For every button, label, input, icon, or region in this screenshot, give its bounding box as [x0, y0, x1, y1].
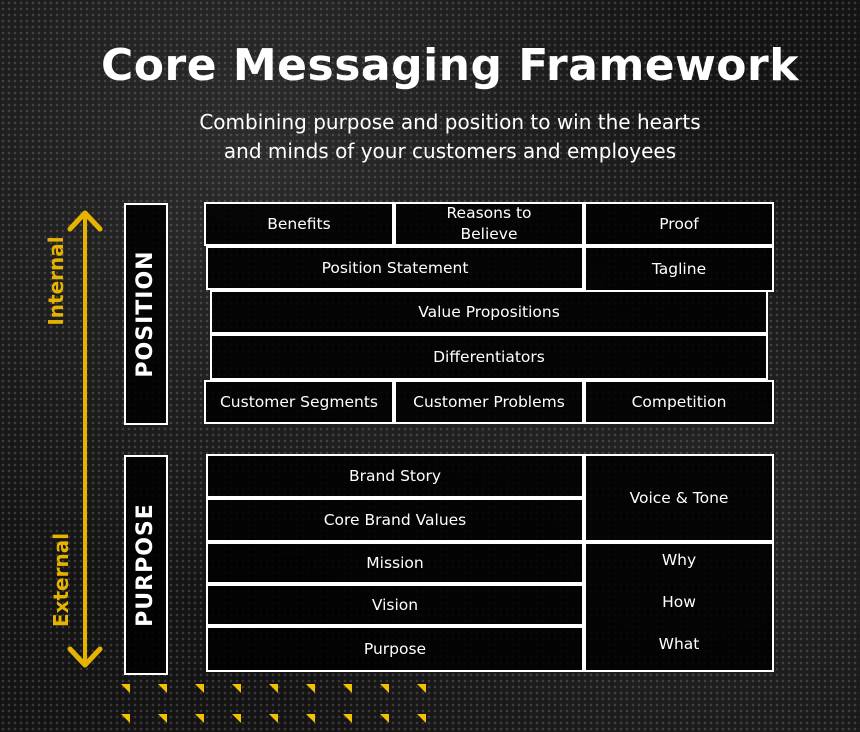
mission-cell: Mission	[206, 542, 584, 584]
benefits-cell: Benefits	[204, 202, 394, 246]
decorative-triangle	[158, 684, 167, 693]
what-label: What	[658, 635, 700, 653]
position-section-label: POSITION	[133, 250, 158, 378]
vision-cell: Vision	[206, 584, 584, 626]
decorative-triangle	[121, 714, 130, 723]
proof-cell: Proof	[584, 202, 774, 246]
decorative-triangle	[380, 684, 389, 693]
decorative-triangle	[269, 714, 278, 723]
purpose-section-bracket	[124, 455, 168, 675]
subtitle-line-1: Combining purpose and position to win th…	[199, 110, 701, 134]
subtitle-line-2: and minds of your customers and employee…	[223, 139, 677, 163]
competition-cell: Competition	[584, 380, 774, 424]
decorative-triangle	[306, 714, 315, 723]
page-subtitle: Combining purpose and position to win th…	[0, 108, 860, 166]
purpose-cell: Purpose	[206, 626, 584, 672]
decorative-triangle	[306, 684, 315, 693]
why-how-what-cell: Why How What	[584, 542, 774, 672]
customer-segments-cell: Customer Segments	[204, 380, 394, 424]
decorative-triangle	[343, 714, 352, 723]
internal-external-axis-arrow	[67, 210, 103, 668]
brand-story-cell: Brand Story	[206, 454, 584, 498]
tagline-cell: Tagline	[584, 246, 774, 292]
axis-label-internal: Internal	[44, 236, 68, 326]
decorative-triangle	[343, 684, 352, 693]
position-statement-cell: Position Statement	[206, 246, 584, 290]
core-brand-values-cell: Core Brand Values	[206, 498, 584, 542]
how-label: How	[662, 593, 696, 611]
position-section-bracket	[124, 203, 168, 425]
voice-tone-cell: Voice & Tone	[584, 454, 774, 542]
decorative-triangle	[158, 714, 167, 723]
decorative-triangle	[232, 714, 241, 723]
value-propositions-cell: Value Propositions	[210, 290, 768, 334]
decorative-triangle	[121, 684, 130, 693]
customer-problems-cell: Customer Problems	[394, 380, 584, 424]
why-label: Why	[661, 551, 697, 569]
decorative-triangle	[269, 684, 278, 693]
decorative-triangle	[380, 714, 389, 723]
purpose-section-label: PURPOSE	[133, 503, 158, 627]
decorative-triangle	[195, 714, 204, 723]
decorative-triangle	[232, 684, 241, 693]
reasons-to-believe-cell: Reasons to Believe	[394, 202, 584, 246]
page-title: Core Messaging Framework	[101, 40, 799, 91]
decorative-triangle	[417, 684, 426, 693]
axis-label-external: External	[49, 532, 73, 628]
decorative-triangle	[195, 684, 204, 693]
decorative-triangle	[417, 714, 426, 723]
differentiators-cell: Differentiators	[210, 334, 768, 380]
